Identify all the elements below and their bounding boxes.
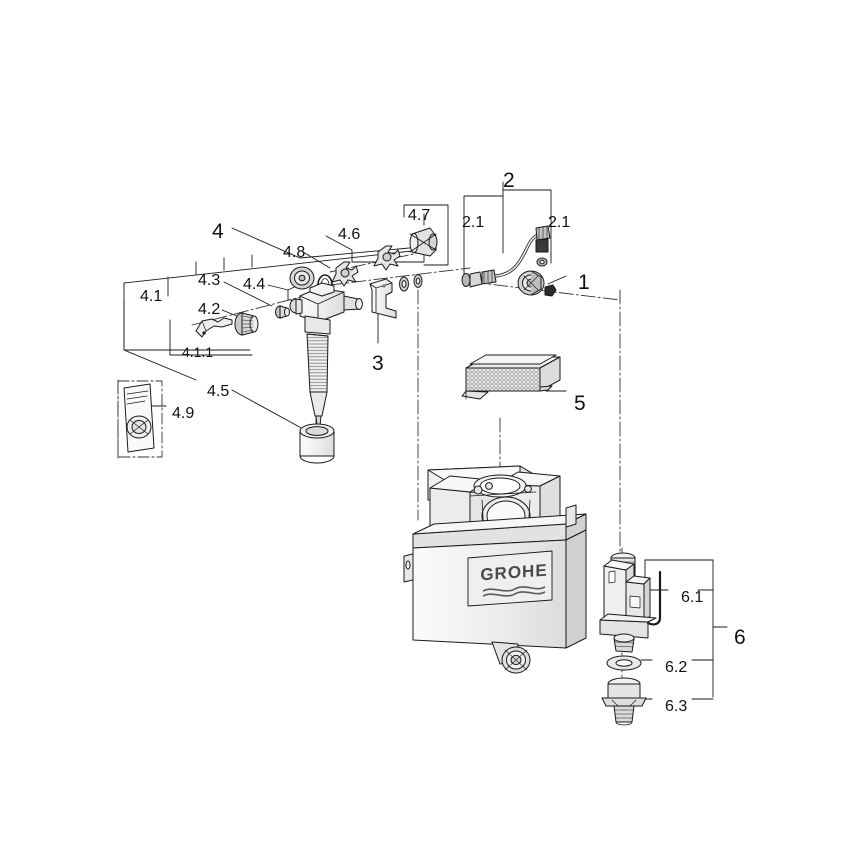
- cistern-tank: [403, 465, 587, 674]
- bracket-group-6: [640, 559, 728, 700]
- part-4-6-x-seal: [373, 245, 401, 271]
- callout-4-2: 4.2: [198, 301, 221, 318]
- part-6-3-valve-seat: [601, 677, 647, 726]
- part-4-fill-valve-body: [289, 282, 363, 437]
- callout-2-1-right: 2.1: [548, 214, 571, 231]
- part-4-2-knob: [234, 312, 259, 336]
- callout-6-2: 6.2: [665, 659, 688, 676]
- callout-4-4: 4.4: [243, 276, 266, 293]
- part-6-2-gasket: [606, 655, 642, 671]
- callout-2-1-left: 2.1: [462, 214, 485, 231]
- callout-4-3: 4.3: [198, 272, 221, 289]
- part-small-seal: [275, 305, 290, 319]
- callout-5: 5: [574, 392, 586, 415]
- bracket-group-4: [123, 204, 449, 431]
- part-4-3-seal: [289, 266, 315, 290]
- callout-4-6: 4.6: [338, 226, 361, 243]
- part-4-8-x-seal: [331, 261, 359, 287]
- part-washers-group: [399, 274, 423, 292]
- grohe-logo: GROHE: [479, 561, 549, 607]
- callout-6-1: 6.1: [681, 589, 704, 606]
- callout-4-8: 4.8: [283, 244, 306, 261]
- callout-1: 1: [578, 271, 590, 294]
- callout-4-1-1: 4.1.1: [182, 344, 214, 360]
- part-4-7-filter: [409, 227, 438, 257]
- part-5-insulation-mat: [461, 354, 561, 400]
- callout-2: 2: [503, 169, 515, 192]
- callout-4: 4: [212, 220, 224, 243]
- part-3-bracket: [369, 278, 397, 319]
- callout-4-9: 4.9: [172, 405, 195, 422]
- part-4-9-service-bag: [117, 380, 163, 458]
- callout-6: 6: [734, 626, 746, 649]
- part-4-5-sleeve: [299, 423, 335, 464]
- bracket-group-2: [463, 181, 567, 285]
- callout-4-1: 4.1: [140, 288, 163, 305]
- part-6-1-flush-valve: [599, 552, 662, 653]
- callout-3: 3: [372, 352, 384, 375]
- callout-4-7: 4.7: [408, 207, 431, 224]
- part-4-1-1-lever: [195, 317, 233, 338]
- grohe-wave-icon: [482, 586, 546, 597]
- part-2-hose: [461, 225, 551, 288]
- part-1-strainer: [517, 270, 557, 297]
- callout-4-5: 4.5: [207, 383, 230, 400]
- callout-6-3: 6.3: [665, 698, 688, 715]
